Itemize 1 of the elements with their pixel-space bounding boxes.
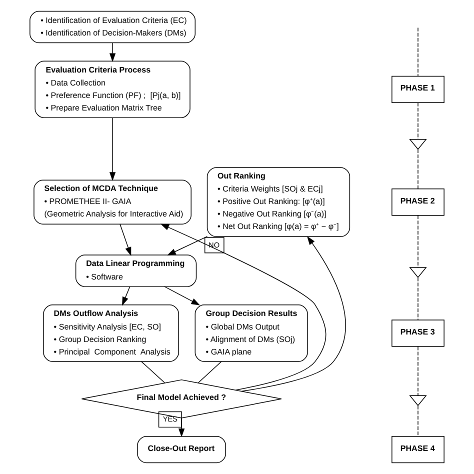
edge-label: NO bbox=[208, 240, 220, 250]
